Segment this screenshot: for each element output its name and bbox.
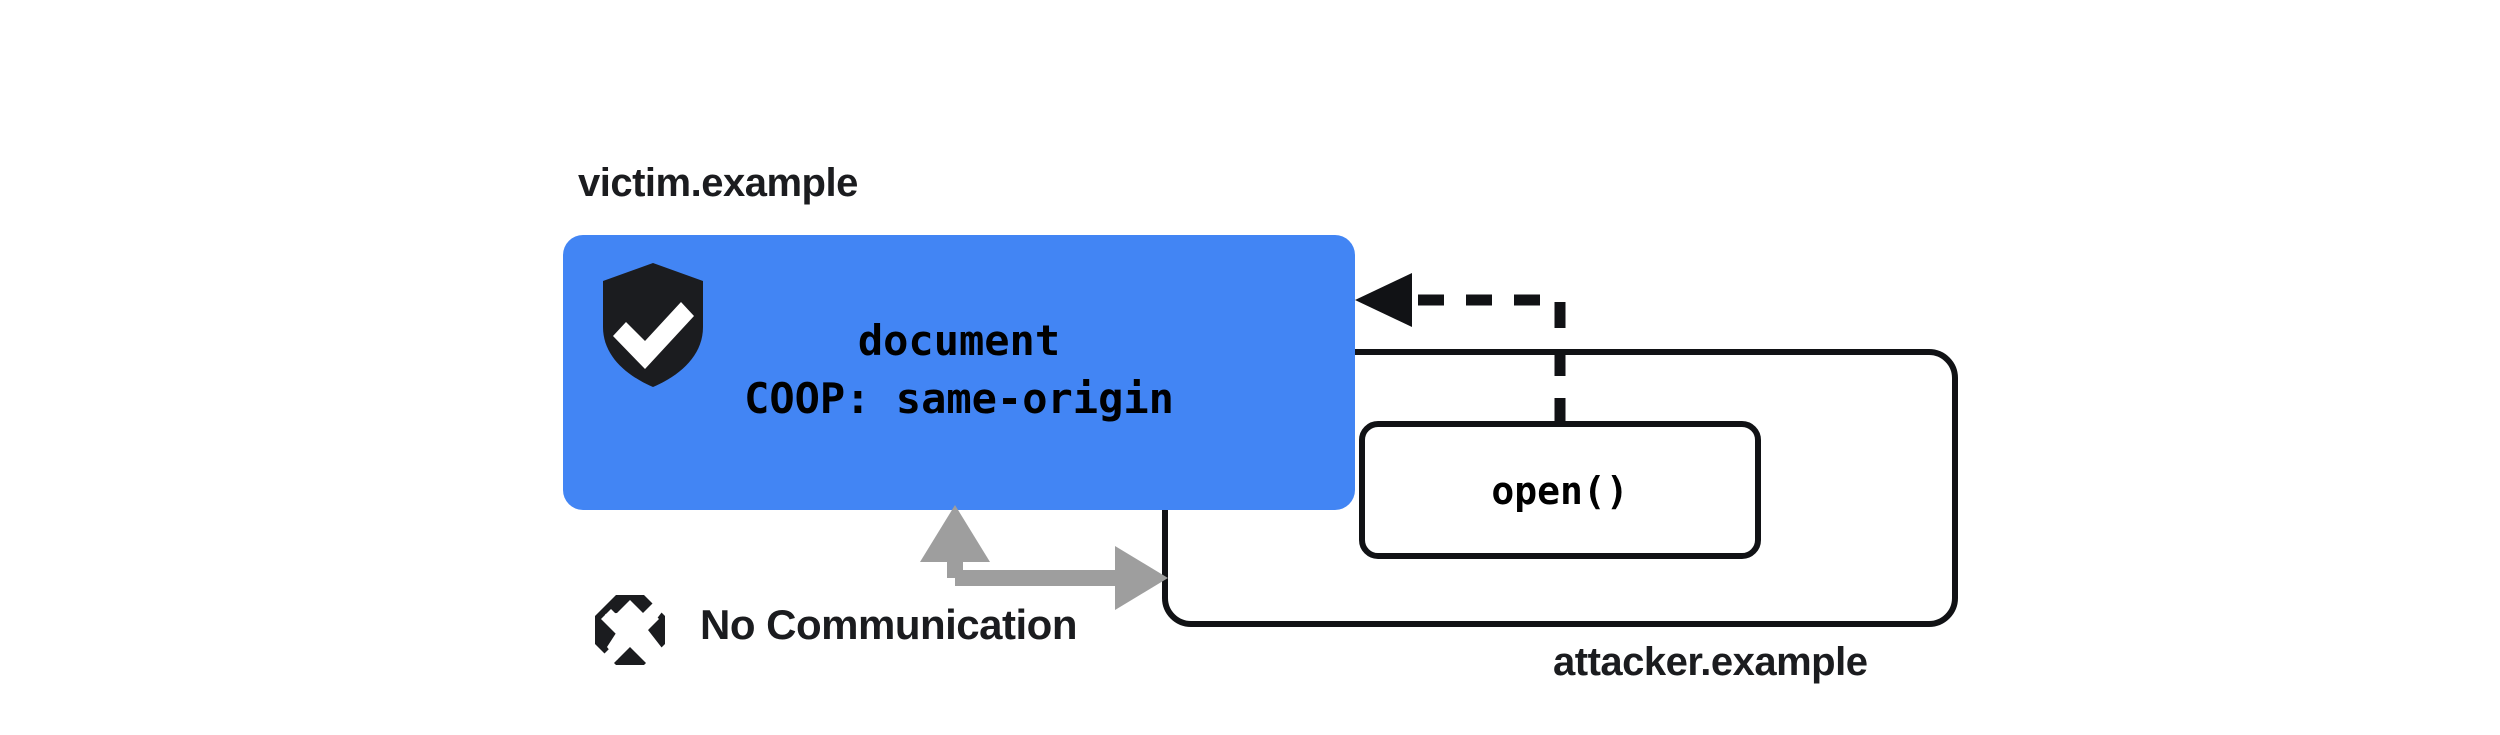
octagon-x-icon: [595, 595, 665, 666]
attacker-origin-label: attacker.example: [1553, 640, 1868, 684]
victim-origin-label: victim.example: [578, 161, 858, 205]
no-communication-label: No Communication: [700, 601, 1078, 648]
document-box-line2: COOP: same-origin: [744, 374, 1174, 423]
victim-document-box: [563, 235, 1355, 510]
no-communication-arrow: [920, 505, 1168, 610]
open-call-label: open(): [1491, 469, 1629, 513]
dashed-arrow-left-icon: [1355, 273, 1566, 424]
document-box-line1: document: [857, 316, 1061, 365]
